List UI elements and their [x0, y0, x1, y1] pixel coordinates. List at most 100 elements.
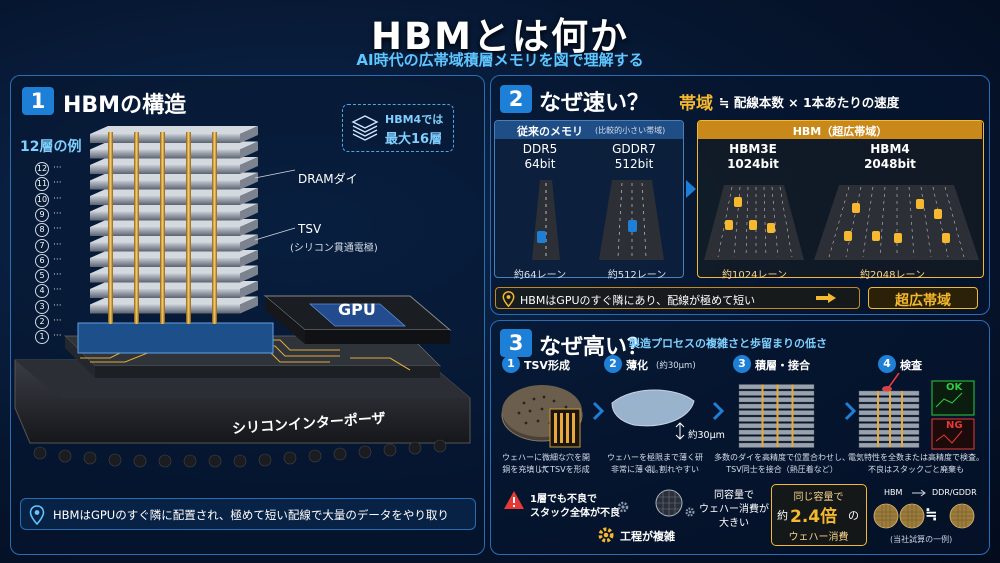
warning-icon: [504, 491, 524, 509]
dram-die-side: [240, 296, 258, 314]
car-icon: [725, 220, 733, 230]
layers-example-label: 12層の例: [20, 139, 82, 155]
step2-number: 2: [604, 355, 622, 373]
factor3-label: 工程が複雑: [620, 530, 675, 543]
step2-title-sub: (約30μm): [656, 361, 696, 371]
step4-desc-line1: 電気特性を全数または高精度で検査。: [848, 453, 984, 462]
section3-number: 3: [500, 329, 532, 357]
hbm4-note-line1: HBM4では: [385, 113, 444, 126]
step2-desc-line2: 非常に薄く、割れやすい: [611, 465, 699, 474]
layer-dots: ···: [53, 163, 62, 173]
factor2-line1: 同容量で: [714, 490, 754, 501]
hbm-wide-header: [698, 121, 982, 139]
layer-dots: ···: [53, 316, 62, 326]
tsv-pillar: [108, 132, 113, 324]
dram-die-side: [240, 141, 258, 159]
section3-subtitle: 製造プロセスの複雑さと歩留まりの低さ: [629, 337, 827, 350]
hbm4-note-line2: 最大16層: [385, 132, 443, 147]
mini-tsv: [889, 391, 891, 447]
tsv-label: TSV: [298, 222, 322, 236]
arrow-right-icon: [816, 293, 836, 303]
car-icon: [852, 203, 860, 213]
gear-icon: [685, 507, 695, 517]
process-steps-illustration: [501, 373, 975, 450]
car-icon: [628, 220, 637, 232]
layer-number-12: 12: [35, 162, 49, 176]
inspection-ok-label: OK: [946, 382, 963, 393]
car-icon: [537, 231, 546, 243]
arrow-right-icon: [912, 489, 926, 497]
ratio-suffix: の: [848, 509, 859, 522]
car-icon: [734, 197, 742, 207]
layer-number-8: 8: [35, 223, 49, 238]
gear-icon: [598, 527, 614, 543]
conventional-label: 従来のメモリ: [517, 125, 583, 138]
wafer-comparison-illustration: [873, 503, 975, 529]
ratio-prefix: 約: [777, 509, 788, 522]
section3-title: なぜ高い？: [539, 335, 650, 360]
car-icon: [767, 223, 775, 233]
mem-ddr5-bits: 64bit: [524, 157, 556, 171]
layer-dots: ···: [53, 193, 62, 204]
page-title: HBMとは何か: [371, 15, 629, 58]
section2-note-text: HBMはGPUのすぐ隣にあり、配線が極めて短い: [520, 294, 756, 307]
layer-dots: ···: [53, 239, 62, 250]
tsv-sublabel: (シリコン貫通電極): [290, 243, 378, 254]
layer-number-7: 7: [35, 238, 49, 253]
dram-die-side: [240, 281, 258, 298]
lanes-hbm3e: 約1024レーン: [722, 270, 787, 281]
hbm-structure-illustration: [14, 126, 471, 468]
lane-roads-illustration: [532, 180, 979, 260]
mem-hbm3e-bits: 1024bit: [727, 157, 779, 171]
hbm4-note-box: HBM4では 最大16層: [342, 104, 454, 152]
section1-note-bar: HBMはGPUのすぐ隣に配置され、極めて短い配線で大量のデータをやり取り: [20, 498, 476, 530]
tsv-pillar: [186, 132, 191, 324]
step2-desc-line1: ウェハーを極限まで薄く研削。: [607, 453, 703, 474]
section2-title: なぜ速い？: [539, 91, 650, 116]
layer-number-10: 10: [35, 192, 49, 207]
formula-bandwidth-word: 帯域: [679, 94, 713, 114]
layer-dots: ···: [53, 208, 62, 219]
logic-base-die: [77, 322, 274, 354]
inspection-ng-label: NG: [946, 420, 963, 431]
car-icon: [916, 199, 924, 209]
step4-desc-line2: 不良はスタックごと廃棄も: [868, 465, 964, 474]
section1-number: 1: [22, 87, 54, 115]
factor1-line1: 1層でも不良で: [530, 494, 597, 505]
section1-title: HBMの構造: [63, 93, 187, 118]
mini-tsv: [791, 384, 794, 447]
lanes-hbm4: 約2048レーン: [860, 270, 925, 281]
car-icon: [872, 231, 880, 241]
dram-die-side: [240, 265, 258, 283]
section2-number: 2: [500, 85, 532, 113]
mini-tsv: [776, 384, 779, 447]
ratio-line3: ウェハー消費: [788, 532, 849, 543]
section1-note-text: HBMはGPUのすぐ隣に配置され、極めて短い配線で大量のデータをやり取り: [53, 508, 449, 522]
layer-dots: ···: [53, 254, 62, 265]
result-badge: 超広帯域: [868, 287, 978, 309]
car-icon: [749, 220, 757, 230]
lanes-ddr5: 約64レーン: [513, 270, 567, 281]
step1-number: 1: [502, 355, 520, 373]
mem-ddr5-name: DDR5: [522, 142, 558, 156]
mini-tsv: [877, 391, 879, 447]
dram-die-side: [240, 234, 258, 252]
step3-desc-line1: 多数のダイを高精度で位置合わせし、: [714, 453, 850, 462]
layer-dots: ···: [53, 224, 62, 235]
mem-hbm4-bits: 2048bit: [864, 157, 916, 171]
dram-die-side: [240, 126, 258, 143]
layer-dots: ···: [53, 270, 62, 281]
wafer-ratio-box: 同じ容量で 約 2.4倍 の ウェハー消費: [771, 484, 867, 546]
compare-footnote: (当社試算の一例): [890, 535, 953, 544]
dram-die-side: [240, 219, 258, 236]
location-pin-icon: [502, 291, 515, 307]
car-icon: [934, 209, 942, 219]
approx-sign: ≒: [925, 505, 938, 523]
compare-ddr-label: DDR/GDDR: [932, 488, 977, 497]
car-icon: [894, 233, 902, 243]
comparison-arrow-icon: [686, 180, 696, 198]
conventional-header: [495, 121, 683, 139]
step1-desc-line2: 銅を充填してTSVを形成: [502, 465, 590, 474]
mem-hbm3e-name: HBM3E: [729, 142, 777, 156]
layer-dots: ···: [53, 285, 62, 296]
